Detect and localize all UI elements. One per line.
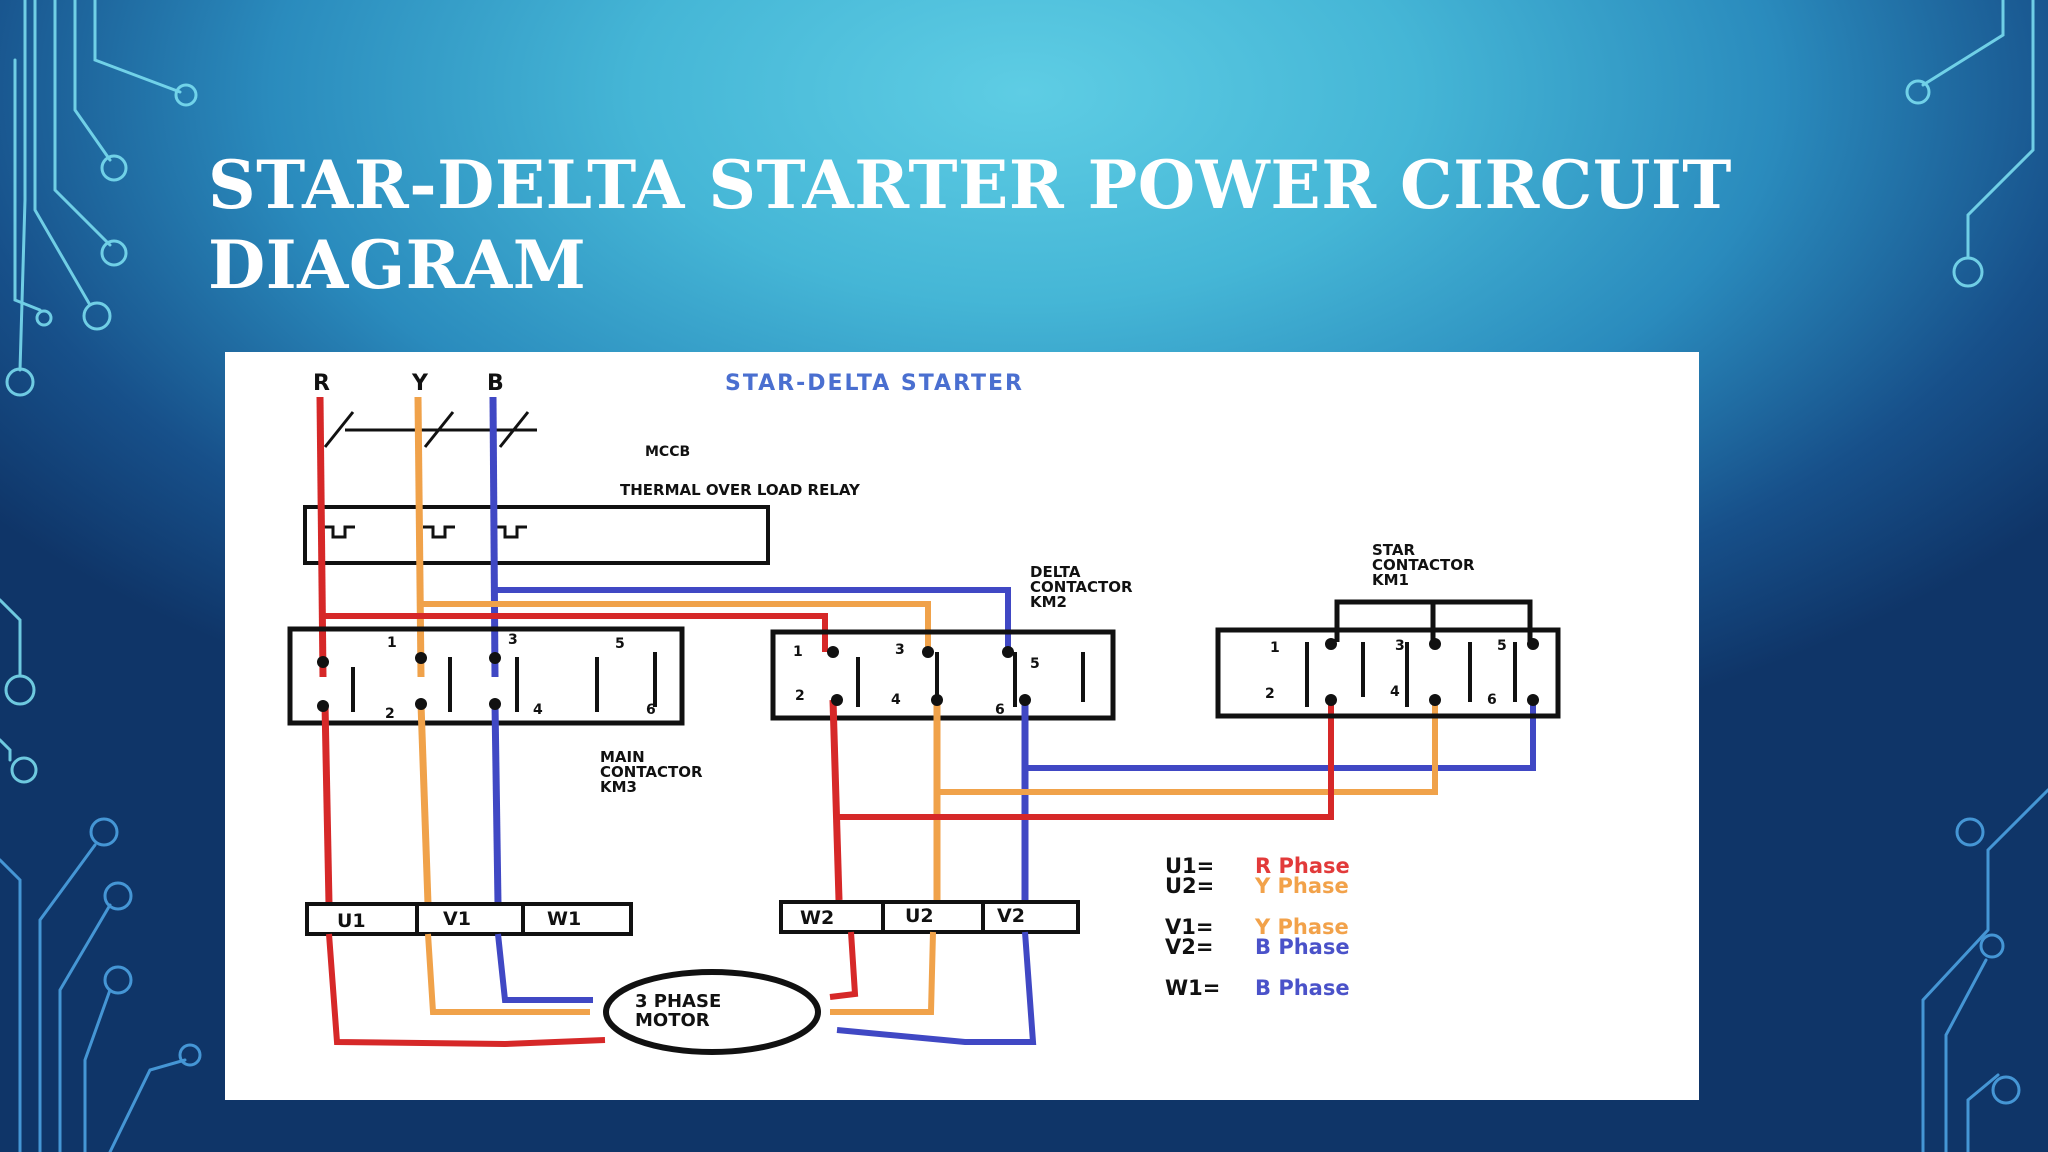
- legend-value-w1: B Phase: [1255, 976, 1350, 1000]
- terminal-v2: V2: [997, 905, 1025, 927]
- star-terminal-6: 6: [1487, 692, 1497, 708]
- mccb-label: MCCB: [645, 444, 690, 460]
- y-phase-wire-v1: [417, 703, 432, 905]
- legend-key-v1: V1=: [1165, 915, 1213, 939]
- main-terminal-2: 2: [385, 706, 395, 722]
- y-phase-motor-wire: [425, 933, 590, 1015]
- motor-label-1: 3 PHASE: [635, 991, 721, 1012]
- legend-key-u1: U1=: [1165, 854, 1214, 878]
- main-terminal-4: 4: [533, 702, 543, 718]
- terminal-w1: W1: [547, 908, 581, 930]
- main-terminal-5: 5: [615, 636, 625, 652]
- legend-key-w1: W1=: [1165, 976, 1220, 1000]
- delta-terminal-5: 5: [1030, 656, 1040, 672]
- diagram-heading: STAR-DELTA STARTER: [725, 371, 1024, 396]
- phase-b-label: B: [487, 371, 504, 396]
- star-point-bridge: [1334, 599, 1533, 642]
- star-terminal-4: 4: [1390, 684, 1400, 700]
- terminal-v1: V1: [443, 908, 471, 930]
- legend-key-v2: V2=: [1165, 935, 1213, 959]
- star-terminal-1: 1: [1270, 640, 1280, 656]
- delta-contactor-label-1: DELTA: [1030, 563, 1081, 581]
- star-terminal-3: 3: [1395, 638, 1405, 654]
- legend: U1= R Phase U2= Y Phase V1= Y Phase V2= …: [1165, 854, 1350, 1000]
- y-phase-star-link: [937, 697, 1438, 795]
- delta-terminal-2: 2: [795, 688, 805, 704]
- legend-value-v1: Y Phase: [1254, 915, 1349, 939]
- terminal-w2: W2: [800, 907, 834, 929]
- overload-relay-box: [303, 505, 770, 565]
- circuit-diagram-panel: STAR-DELTA STARTER R Y B MCCB THERMAL OV…: [225, 352, 1699, 1100]
- delta-contactor-box: [770, 629, 1116, 721]
- main-contactor-label-3: KM3: [600, 778, 637, 796]
- main-terminal-3: 3: [508, 632, 518, 648]
- phase-r-label: R: [313, 371, 330, 396]
- delta-terminal-3: 3: [895, 642, 905, 658]
- circuit-decoration-left: [0, 0, 202, 1152]
- terminal-u1: U1: [337, 910, 366, 932]
- y-phase-feeder-delta: [421, 601, 931, 652]
- r-phase-wire-in: [316, 396, 327, 678]
- motor-label-2: MOTOR: [635, 1010, 710, 1031]
- slide-title: STAR-DELTA STARTER POWER CIRCUIT DIAGRAM: [208, 145, 1768, 305]
- r-phase-motor-wire: [326, 933, 606, 1048]
- w2-motor-wire: [829, 931, 859, 1000]
- legend-value-v2: B Phase: [1255, 935, 1350, 959]
- r-phase-wire-u1: [321, 703, 333, 905]
- star-contactor-label-1: STAR: [1372, 541, 1415, 559]
- title-line-1: STAR-DELTA STARTER POWER CIRCUIT: [208, 146, 1732, 224]
- main-terminal-6: 6: [646, 702, 656, 718]
- y-phase-wire-in: [414, 396, 425, 678]
- overload-relay-heaters: [323, 525, 527, 539]
- winding-terminals-left: [305, 902, 633, 936]
- r-phase-feeder-delta: [323, 613, 828, 652]
- b-phase-wire-in: [489, 396, 499, 678]
- phase-y-label: Y: [411, 371, 429, 396]
- star-terminal-2: 2: [1265, 686, 1275, 702]
- delta-terminal-6: 6: [995, 702, 1005, 718]
- legend-value-u1: R Phase: [1255, 854, 1350, 878]
- delta-contactor-label-2: CONTACTOR: [1030, 578, 1133, 596]
- legend-key-u2: U2=: [1165, 874, 1214, 898]
- star-contactor-box: [1215, 627, 1561, 719]
- circuit-diagram: STAR-DELTA STARTER R Y B MCCB THERMAL OV…: [287, 371, 1561, 1055]
- delta-contactor-label-3: KM2: [1030, 593, 1067, 611]
- terminal-u2: U2: [905, 905, 934, 927]
- b-phase-motor-wire: [495, 933, 593, 1003]
- delta-terminal-1: 1: [793, 644, 803, 660]
- winding-terminals-right: [779, 900, 1080, 934]
- overload-relay-label: THERMAL OVER LOAD RELAY: [620, 481, 861, 499]
- v2-motor-wire: [836, 931, 1037, 1045]
- main-contactor-box: [287, 626, 685, 726]
- circuit-decoration-right: [1905, 0, 2048, 1152]
- u2-motor-wire: [830, 931, 936, 1015]
- main-contactor-label-2: CONTACTOR: [600, 763, 703, 781]
- main-contactor-label-1: MAIN: [600, 748, 645, 766]
- mccb-switch: [323, 411, 537, 448]
- title-line-2: DIAGRAM: [208, 226, 587, 304]
- star-contactor-label-2: CONTACTOR: [1372, 556, 1475, 574]
- b-phase-feeder-delta: [495, 587, 1011, 652]
- r-phase-wire-w2: [829, 699, 843, 901]
- main-terminal-1: 1: [387, 635, 397, 651]
- delta-terminal-4: 4: [891, 692, 901, 708]
- b-phase-wire-w1: [491, 703, 502, 905]
- r-phase-star-link: [837, 697, 1334, 820]
- star-terminal-5: 5: [1497, 638, 1507, 654]
- motor-symbol: [603, 969, 821, 1055]
- b-phase-star-link: [1025, 697, 1536, 771]
- star-contactor-label-3: KM1: [1372, 571, 1409, 589]
- legend-value-u2: Y Phase: [1254, 874, 1349, 898]
